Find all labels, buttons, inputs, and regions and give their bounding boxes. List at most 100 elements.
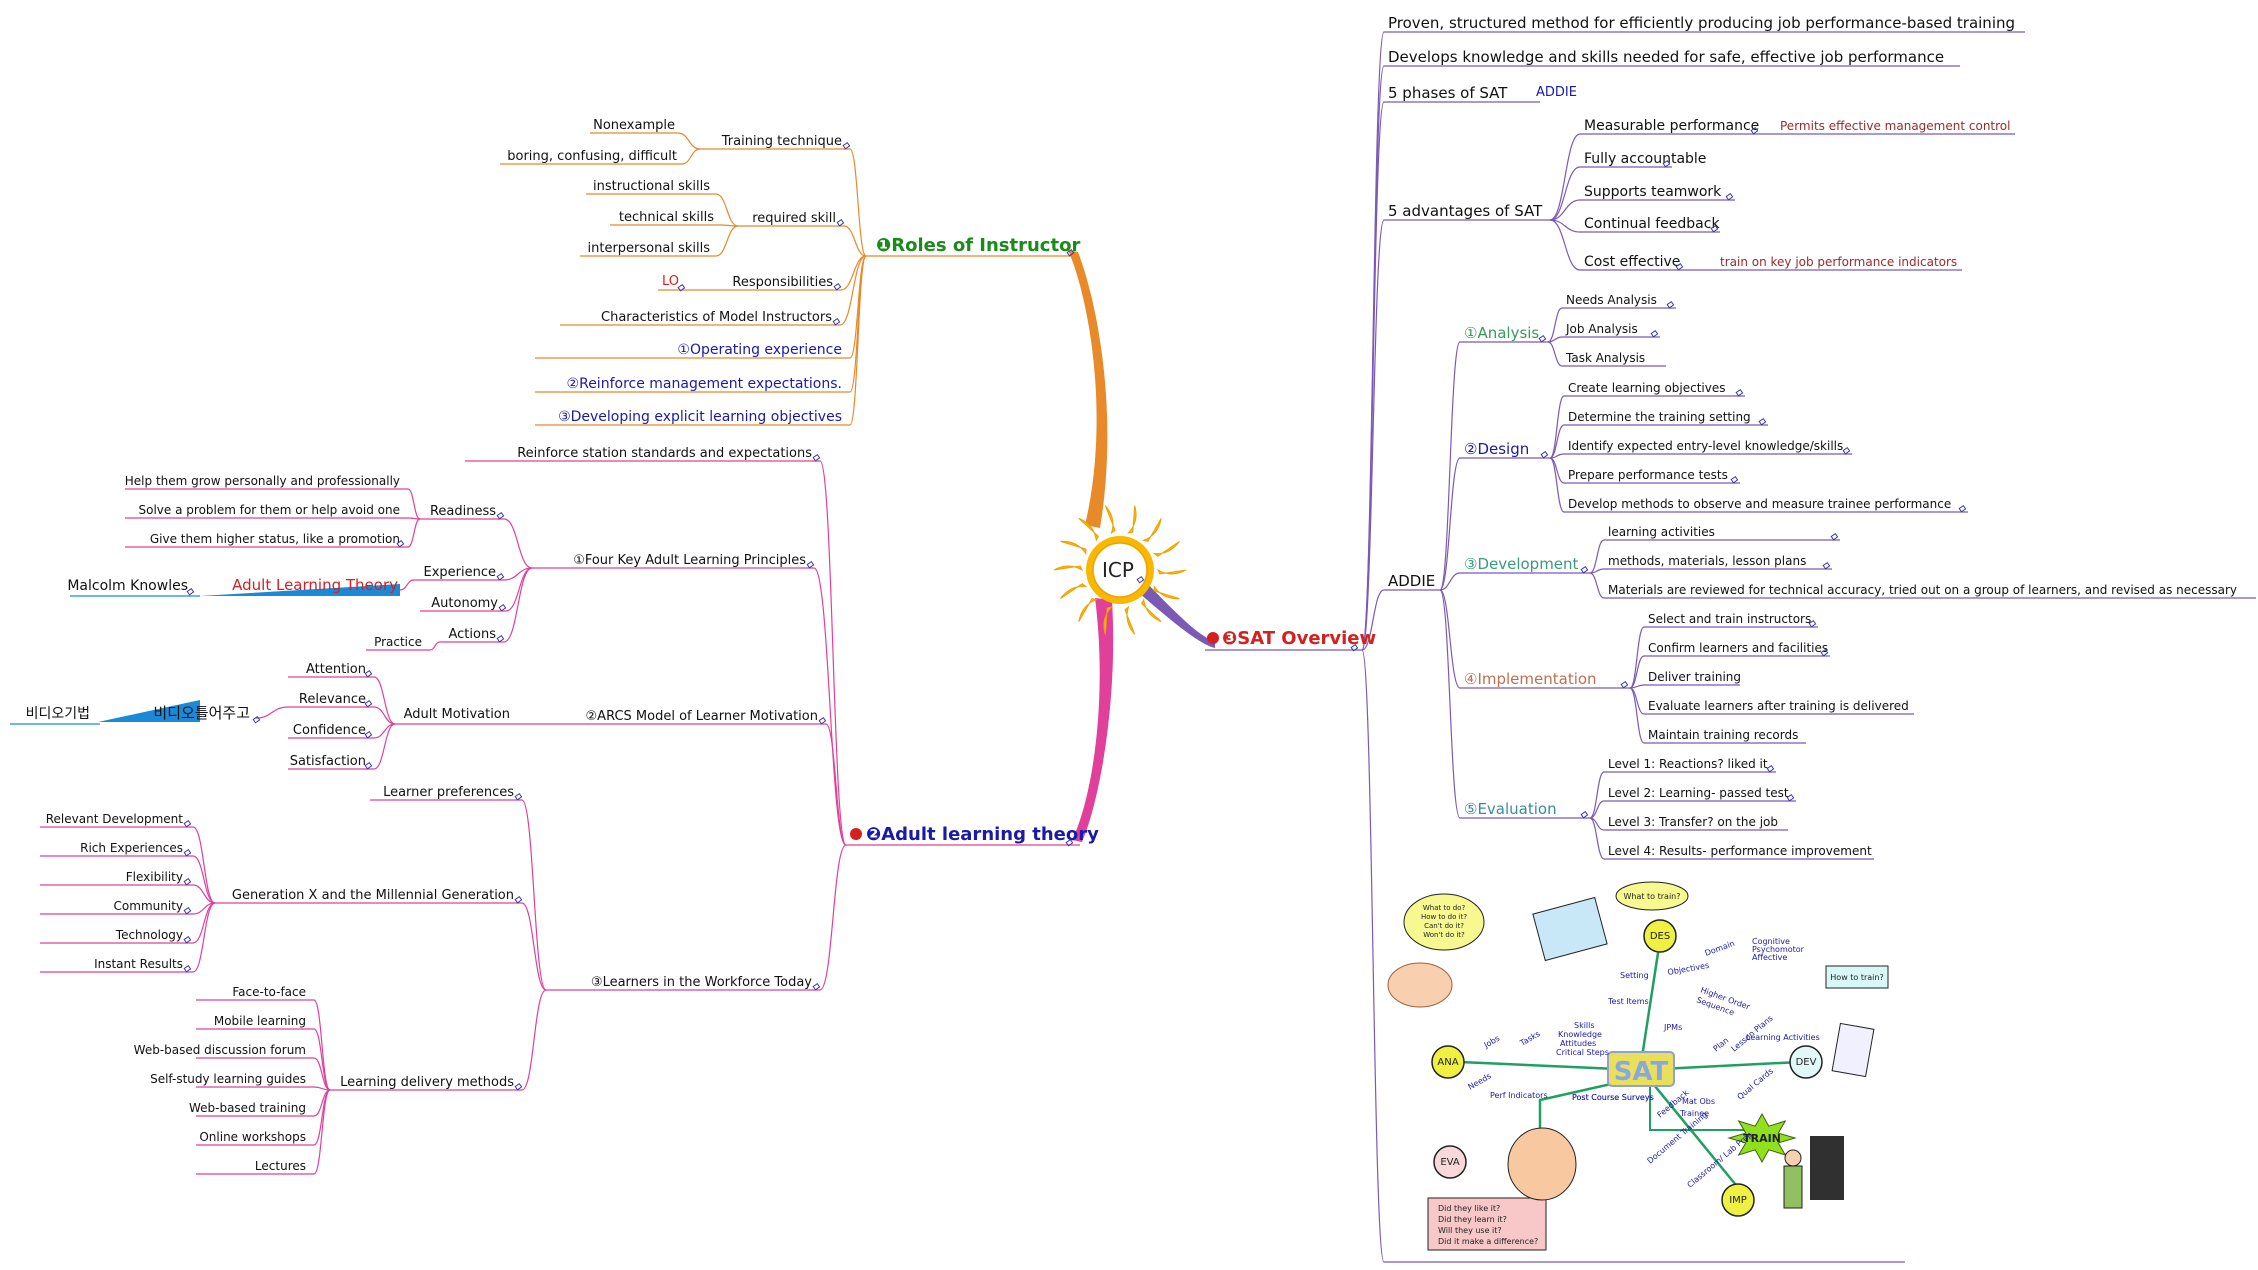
sat-phase-node — [1643, 919, 1677, 953]
topic-label: Select and train instructors — [1648, 612, 1811, 626]
hyperlink-icon[interactable] — [1730, 475, 1739, 484]
connector — [1589, 800, 1605, 819]
hyperlink-icon[interactable] — [1538, 334, 1547, 343]
training-difficulty-label: boring, confusing, difficult — [507, 149, 677, 164]
sat-phase-label: ANA — [1437, 1057, 1458, 1068]
hyperlink-icon[interactable] — [806, 560, 815, 569]
hyperlink-icon[interactable] — [1666, 300, 1675, 309]
hyperlink-icon[interactable] — [818, 716, 827, 725]
hyperlink-icon[interactable] — [514, 1082, 523, 1091]
hyperlink-icon[interactable] — [496, 634, 505, 643]
topic-label: Maintain training records — [1648, 728, 1798, 742]
sat-center-label: SAT — [1614, 1057, 1669, 1087]
hyperlink-icon[interactable] — [1766, 764, 1775, 773]
topic-label: Task Analysis — [1565, 351, 1645, 365]
hyperlink-icon[interactable] — [1620, 680, 1629, 689]
genx-item: Technology — [115, 928, 183, 942]
hyperlink-icon[interactable] — [1650, 329, 1659, 338]
topic-label: Generation X and the Millennial Generati… — [232, 888, 514, 903]
drafting-table-icon — [1532, 896, 1608, 962]
hyperlink-icon[interactable] — [364, 669, 373, 678]
hyperlink-icon[interactable] — [1662, 159, 1671, 168]
hyperlink-icon[interactable] — [677, 283, 686, 292]
topic-label: required skill — [752, 211, 836, 226]
connector — [849, 255, 867, 426]
topic-label: Determine the training setting — [1568, 410, 1751, 424]
hyperlink-icon[interactable] — [183, 964, 192, 973]
sat-phase-node — [1431, 1045, 1465, 1079]
hyperlink-icon[interactable] — [252, 715, 261, 724]
hyperlink-icon[interactable] — [1820, 648, 1829, 657]
sat-phase-label: IMP — [1729, 1195, 1747, 1206]
hyperlink-icon[interactable] — [1136, 575, 1145, 584]
hyperlink-icon[interactable] — [498, 603, 507, 612]
connector — [839, 255, 867, 326]
arcs-item: Confidence — [293, 723, 366, 738]
hyperlink-icon[interactable] — [186, 587, 195, 596]
hyperlink-icon[interactable] — [496, 511, 505, 520]
hyperlink-icon[interactable] — [496, 572, 505, 581]
topic-label: Learning delivery methods — [340, 1075, 514, 1090]
connector — [429, 641, 441, 651]
hyperlink-icon[interactable] — [1065, 838, 1074, 847]
hyperlink-icon[interactable] — [183, 935, 192, 944]
hyperlink-icon[interactable] — [1808, 619, 1817, 628]
connector — [715, 193, 739, 227]
topic-label: learning activities — [1608, 525, 1715, 539]
connector — [715, 225, 739, 257]
hyperlink-icon[interactable] — [1750, 126, 1759, 135]
hyperlink-icon[interactable] — [1580, 565, 1589, 574]
hyperlink-icon[interactable] — [812, 982, 821, 991]
topic-label: Continual feedback — [1584, 216, 1720, 232]
hyperlink-icon[interactable] — [1710, 224, 1719, 233]
hyperlink-icon[interactable] — [514, 895, 523, 904]
hyperlink-icon[interactable] — [1540, 450, 1549, 459]
hyperlink-icon[interactable] — [183, 877, 192, 886]
sun-ray-icon — [1060, 540, 1087, 556]
hyperlink-icon[interactable] — [1675, 262, 1684, 271]
hyperlink-icon[interactable] — [1580, 810, 1589, 819]
sat-diagram-label: Document Training — [1646, 1110, 1710, 1165]
hyperlink-icon[interactable] — [183, 848, 192, 857]
topic-label: Supports teamwork — [1584, 184, 1722, 200]
hyperlink-icon[interactable] — [364, 699, 373, 708]
topic-label: Evaluate learners after training is deli… — [1648, 699, 1909, 713]
hyperlink-icon[interactable] — [1725, 192, 1734, 201]
topic-label: Responsibilities — [732, 275, 833, 290]
hyperlink-icon[interactable] — [364, 730, 373, 739]
hyperlink-icon[interactable] — [1786, 793, 1795, 802]
hyperlink-icon[interactable] — [1842, 446, 1851, 455]
hyperlink-icon[interactable] — [183, 906, 192, 915]
hyperlink-icon[interactable] — [1735, 388, 1744, 397]
hyperlink-icon[interactable] — [364, 761, 373, 770]
hyperlink-icon[interactable] — [1830, 532, 1839, 541]
sat-diagram-label: Domain — [1704, 939, 1736, 958]
skill-interpersonal: interpersonal skills — [588, 241, 711, 256]
hyperlink-icon[interactable] — [1758, 417, 1767, 426]
hyperlink-icon[interactable] — [1822, 561, 1831, 570]
branch-sat — [1130, 576, 1215, 648]
hyperlink-icon[interactable] — [833, 282, 842, 291]
connector — [1589, 817, 1605, 860]
central-topic[interactable]: ICP — [1053, 505, 1187, 635]
hyperlink-icon[interactable] — [1350, 643, 1359, 652]
hyperlink-icon[interactable] — [1066, 248, 1075, 257]
topic-label: ⑤Evaluation — [1464, 800, 1557, 818]
hyperlink-icon[interactable] — [812, 453, 821, 462]
sat-diagram-label: Post Course Surveys — [1572, 1093, 1654, 1102]
sun-ray-icon — [1127, 505, 1137, 534]
hyperlink-icon[interactable] — [1958, 504, 1967, 513]
sun-ray-icon — [1103, 606, 1113, 635]
hyperlink-icon[interactable] — [842, 141, 851, 150]
hyperlink-icon[interactable] — [514, 792, 523, 801]
connector — [192, 826, 216, 904]
hyperlink-icon[interactable] — [183, 819, 192, 828]
hyperlink-icon[interactable] — [836, 218, 845, 227]
topic-label: ADDIE — [1388, 572, 1435, 590]
korean-video-label: 비디오틀어주고 — [153, 704, 250, 722]
connector — [521, 989, 547, 1091]
hyperlink-icon[interactable] — [832, 317, 841, 326]
hyperlink-icon[interactable] — [396, 539, 405, 548]
adult-title: ❷Adult learning theory — [866, 824, 1099, 845]
